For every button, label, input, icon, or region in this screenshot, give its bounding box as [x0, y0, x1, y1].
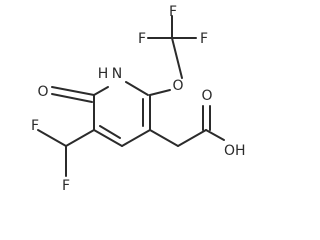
atom-o: O: [37, 84, 48, 100]
atom-f: F: [62, 178, 70, 194]
bond-c4-c3: [93, 129, 123, 147]
atom-f: F: [169, 4, 177, 20]
bond-c4-c3-inner: [99, 125, 121, 139]
bond-c2-o: [51, 86, 95, 96]
atom-h: H: [98, 66, 109, 82]
bond-n-c6: [125, 81, 149, 96]
atom-labels: F F F O H N O F F O OH: [31, 4, 246, 194]
bond-c5-ch2: [149, 129, 179, 147]
atom-n: N: [112, 66, 122, 82]
atom-f: F: [200, 31, 208, 47]
bond-chf2-f-top: [37, 129, 67, 147]
atom-o: O: [172, 78, 183, 94]
bond-o-cf3: [171, 37, 183, 79]
bond-c6-o: [149, 89, 171, 96]
atom-oh: OH: [224, 143, 246, 159]
bonds: [37, 15, 225, 177]
bond-c2-n: [93, 86, 109, 96]
atom-o: O: [201, 88, 212, 104]
molecule-diagram: F F F O H N O F F O OH: [31, 4, 246, 194]
bond-ch2-c: [177, 129, 207, 147]
bond-c5-c4: [121, 129, 151, 147]
bond-c3-chf2: [65, 129, 95, 147]
atom-f: F: [138, 31, 146, 47]
bond-c2-o-second: [51, 93, 93, 103]
bond-c-oh: [205, 129, 225, 141]
atom-f: F: [31, 118, 39, 134]
